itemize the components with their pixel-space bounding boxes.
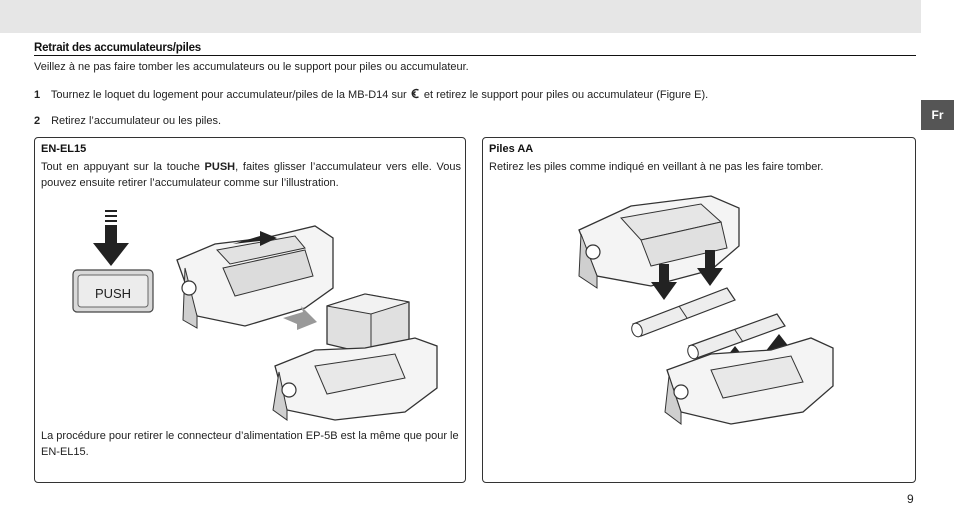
aa-battery-pair-bottom	[687, 313, 786, 360]
section-intro: Veillez à ne pas faire tomber les accumu…	[34, 61, 469, 73]
unlock-arrow-icon	[411, 88, 419, 99]
section-heading: Retrait des accumulateurs/piles	[34, 42, 202, 54]
header-bar	[0, 0, 921, 33]
step-2: 2 Retirez l’accumulateur ou les piles.	[34, 115, 221, 127]
step-number: 1	[34, 89, 41, 101]
panel-title: Piles AA	[489, 143, 534, 155]
panel-footnote: La procédure pour retirer le connecteur …	[41, 430, 459, 458]
step-text: Retirez l’accumulateur ou les piles.	[51, 115, 222, 127]
press-arrow-icon	[93, 210, 129, 266]
step-1: 1 Tournez le loquet du logement pour acc…	[34, 88, 708, 101]
step-text: Tournez le loquet du logement pour accum…	[50, 89, 407, 101]
insert-arrows-icon	[651, 250, 723, 300]
push-button-callout: PUSH	[72, 269, 154, 313]
page-number: 9	[907, 492, 914, 506]
panel-en-el15: EN-EL15 Tout en appuyant sur la touche P…	[34, 137, 466, 483]
push-keyword: PUSH	[204, 161, 236, 173]
panel-title: EN-EL15	[41, 143, 87, 155]
language-tab: Fr	[921, 100, 954, 130]
aa-holder-top	[578, 195, 740, 289]
panel-instructions: Retirez les piles comme indiqué en veill…	[489, 161, 824, 173]
panel-instructions: Tout en appuyant sur la touche PUSH, fai…	[41, 159, 461, 191]
en-el15-illustration: PUSH	[72, 210, 438, 421]
panel-piles-aa: Piles AA Retirez les piles comme indiqué…	[482, 137, 916, 483]
step-text: et retirez le support pour piles ou accu…	[423, 89, 709, 101]
aa-holder-bottom	[664, 337, 834, 425]
aa-battery-pair-top	[631, 287, 736, 338]
aa-batteries-illustration	[578, 195, 834, 425]
instruction-text: Tout en appuyant sur la touche	[41, 161, 200, 173]
instruction-text: , faites glisser l’accumulateur vers ell…	[41, 161, 461, 189]
step-number: 2	[34, 115, 41, 127]
battery-grip-bottom	[272, 337, 438, 421]
battery-grip-top	[176, 225, 334, 329]
heading-rule	[34, 55, 916, 56]
slide-arrow-icon	[283, 306, 317, 330]
push-button-label: PUSH	[95, 286, 131, 301]
